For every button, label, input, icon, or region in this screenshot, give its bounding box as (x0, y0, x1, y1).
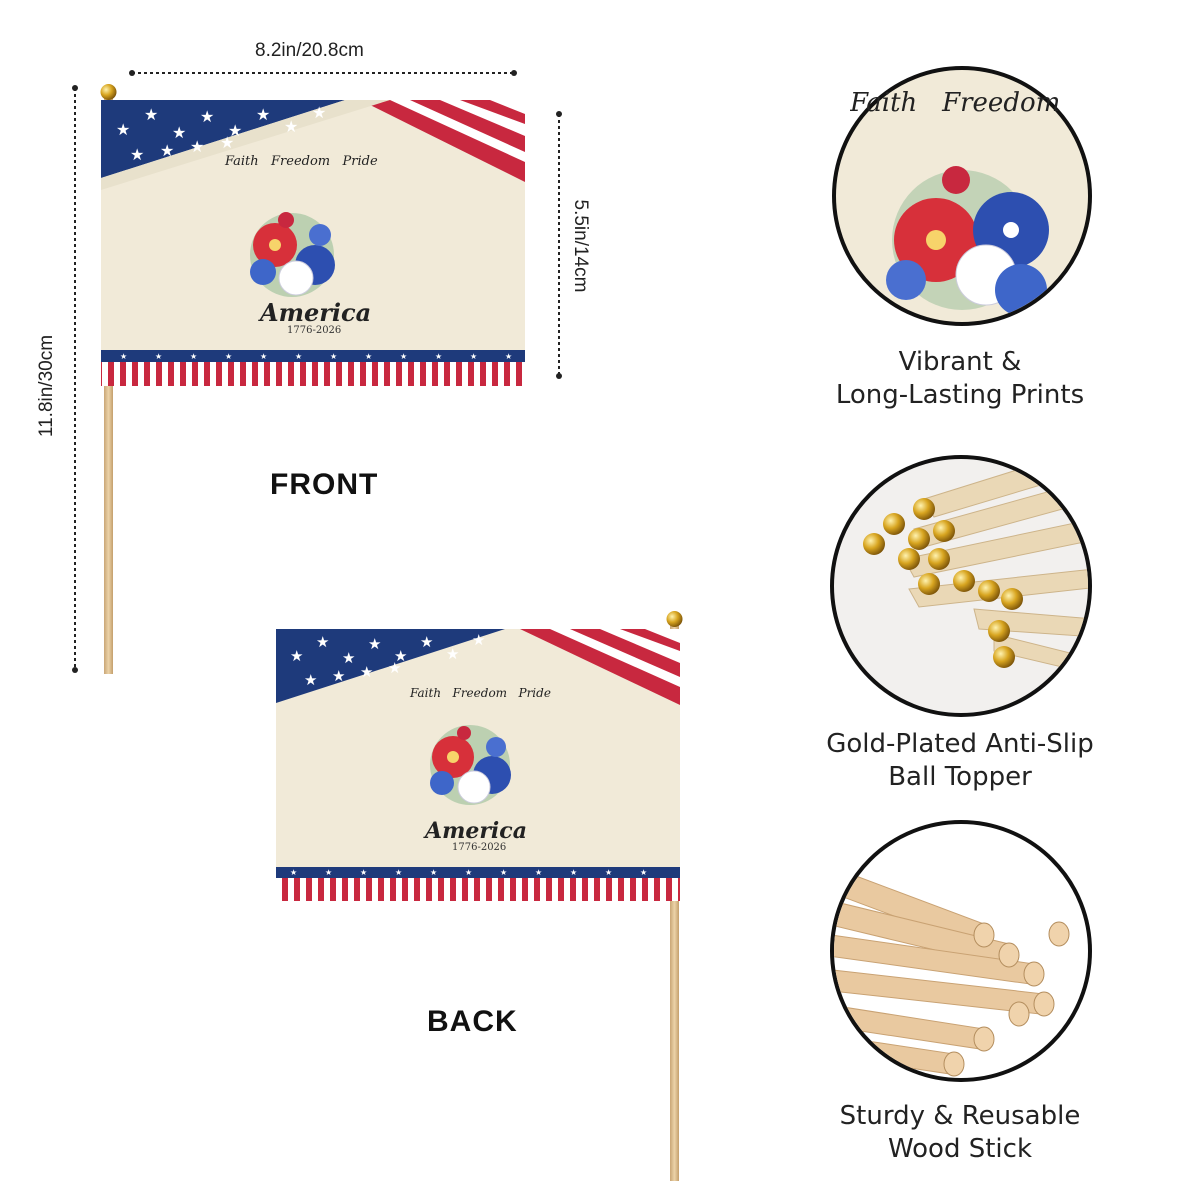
front-flag-illustration: ★★★★ ★★★★ ★★★★ ★★★★ ★★★★ ★★★★ (60, 40, 600, 690)
svg-text:★: ★ (420, 633, 433, 651)
wood-stick-graphic (834, 867, 1070, 1077)
svg-text:★: ★ (260, 352, 267, 361)
svg-text:★: ★ (365, 352, 372, 361)
svg-text:★: ★ (395, 868, 402, 877)
flag-height-dimension-line (554, 110, 564, 380)
print-closeup-graphic (886, 166, 1049, 316)
svg-text:★: ★ (172, 123, 186, 142)
front-flag-title: America (260, 298, 372, 327)
feature-topper-line2: Ball Topper (888, 762, 1032, 792)
svg-text:★: ★ (225, 352, 232, 361)
feature-prints-line2: Long-Lasting Prints (835, 380, 1085, 410)
svg-text:★: ★ (116, 120, 130, 139)
svg-text:★: ★ (316, 633, 329, 651)
svg-text:★: ★ (325, 868, 332, 877)
svg-text:★: ★ (435, 352, 442, 361)
svg-text:★: ★ (312, 103, 326, 122)
print-closeup-motto: Faith Freedom Pride (850, 88, 1061, 118)
svg-text:★: ★ (284, 117, 298, 136)
svg-text:★: ★ (570, 868, 577, 877)
svg-text:★: ★ (200, 107, 214, 126)
feature-prints-label: Vibrant & Long-Lasting Prints (820, 346, 1100, 412)
back-flag-illustration: ★★★★ ★★★★ ★★★★ ★★★★ ★★★★ ★★★ (270, 605, 690, 1185)
wood-stick-circle (830, 820, 1092, 1082)
feature-stick-line1: Sturdy & Reusable (839, 1101, 1081, 1131)
svg-text:★: ★ (505, 352, 512, 361)
gold-topper-circle (830, 455, 1092, 717)
svg-text:★: ★ (342, 649, 355, 667)
back-flag-title: America (425, 818, 527, 844)
svg-text:★: ★ (155, 352, 162, 361)
svg-text:★: ★ (465, 868, 472, 877)
svg-text:★: ★ (430, 868, 437, 877)
svg-text:★: ★ (470, 352, 477, 361)
front-flag-years: 1776-2026 (287, 325, 342, 336)
svg-text:★: ★ (190, 352, 197, 361)
svg-text:★: ★ (400, 352, 407, 361)
svg-text:★: ★ (640, 868, 647, 877)
svg-text:★: ★ (605, 868, 612, 877)
width-dimension-label: 8.2in/20.8cm (255, 40, 364, 61)
feature-topper-label: Gold-Plated Anti-Slip Ball Topper (810, 728, 1110, 794)
svg-text:★: ★ (220, 133, 234, 152)
svg-text:★: ★ (535, 868, 542, 877)
svg-text:★: ★ (160, 141, 174, 160)
svg-text:★: ★ (472, 631, 485, 649)
svg-text:★: ★ (332, 667, 345, 685)
back-flag-years: 1776-2026 (452, 842, 507, 853)
back-flower-bouquet (430, 725, 511, 805)
feature-stick-line2: Wood Stick (887, 1134, 1033, 1164)
back-flag-motto: Faith Freedom Pride (410, 686, 551, 700)
svg-text:★: ★ (290, 868, 297, 877)
svg-text:★: ★ (388, 659, 401, 677)
feature-prints-line1: Vibrant & (898, 347, 1022, 377)
front-flag-motto: Faith Freedom Pride (225, 154, 378, 169)
svg-text:★: ★ (144, 105, 158, 124)
total-height-dimension-line (70, 84, 80, 674)
svg-text:★: ★ (130, 145, 144, 164)
svg-text:★: ★ (256, 105, 270, 124)
svg-text:★: ★ (190, 137, 204, 156)
svg-text:★: ★ (304, 671, 317, 689)
back-view-label: BACK (427, 1005, 518, 1038)
svg-text:★: ★ (330, 352, 337, 361)
front-view-label: FRONT (270, 468, 379, 501)
svg-text:★: ★ (228, 121, 242, 140)
svg-text:★: ★ (290, 647, 303, 665)
feature-stick-label: Sturdy & Reusable Wood Stick (820, 1100, 1100, 1166)
back-flag-graphic: ★★★★ ★★★★ ★★★★ ★★★★ ★★★★ ★★★ (276, 611, 683, 1181)
svg-text:★: ★ (394, 647, 407, 665)
svg-text:★: ★ (120, 352, 127, 361)
svg-text:★: ★ (295, 352, 302, 361)
svg-text:★: ★ (446, 645, 459, 663)
svg-text:★: ★ (360, 868, 367, 877)
gold-topper-graphic (863, 459, 1088, 674)
width-dimension-line (128, 65, 518, 76)
print-closeup-circle (832, 66, 1092, 326)
flag-height-dimension-label: 5.5in/14cm (570, 199, 591, 293)
svg-text:★: ★ (368, 635, 381, 653)
total-height-dimension-label: 11.8in/30cm (36, 334, 57, 438)
front-flag-graphic: ★★★★ ★★★★ ★★★★ ★★★★ ★★★★ ★★★★ (100, 84, 525, 674)
svg-text:★: ★ (360, 663, 373, 681)
flower-bouquet (250, 212, 335, 297)
svg-text:★: ★ (500, 868, 507, 877)
feature-topper-line1: Gold-Plated Anti-Slip (826, 729, 1094, 759)
